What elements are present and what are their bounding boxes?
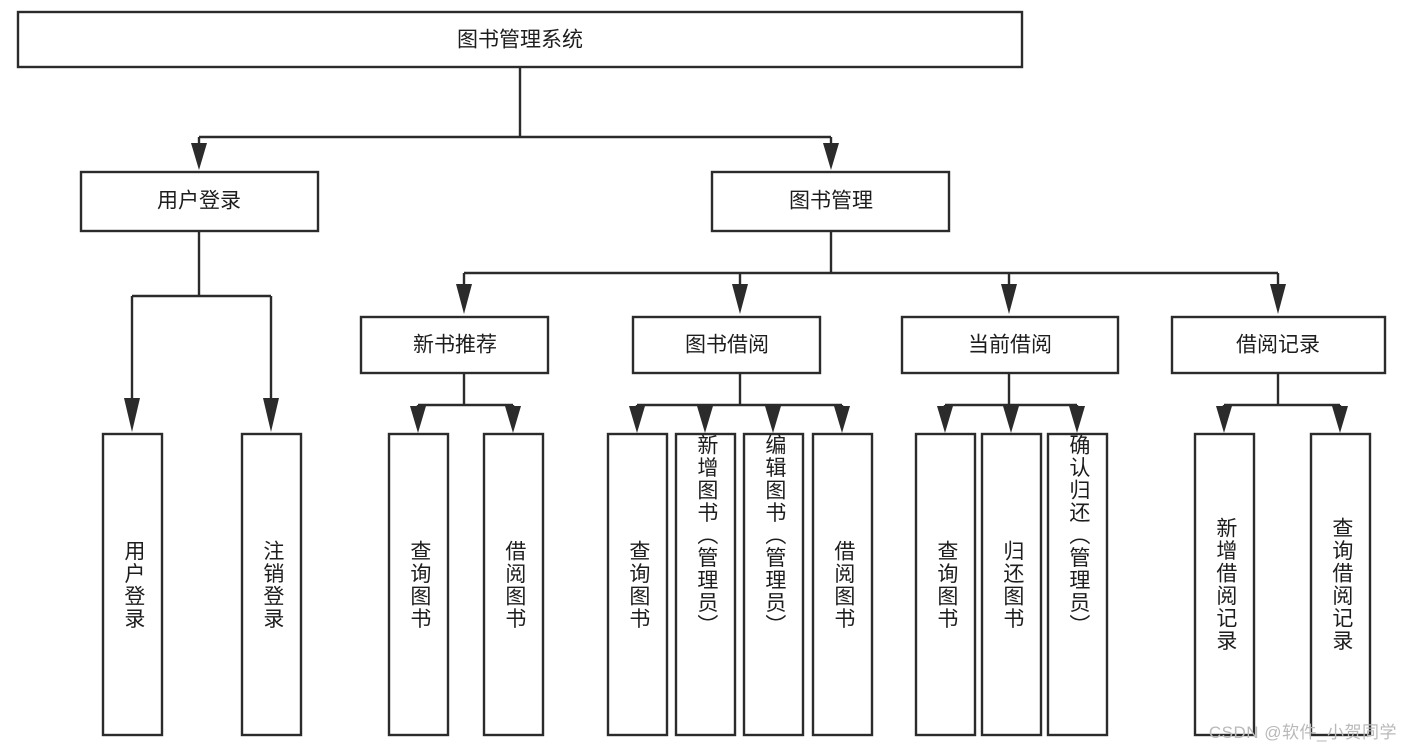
connector-group-current-borrow xyxy=(937,373,1085,433)
arrowhead-leaf-edit-book xyxy=(765,406,781,433)
arrowhead-leaf-borrow-book-1 xyxy=(505,406,521,433)
arrowhead-leaf-query-book-1 xyxy=(410,406,426,433)
arrowhead-borrow-record xyxy=(1270,284,1286,314)
node-new-book-recommend-label: 新书推荐 xyxy=(413,334,497,357)
leaf-node-confirm-return[interactable] xyxy=(1046,432,1109,737)
node-new-book-recommend[interactable]: 新书推荐 xyxy=(359,315,550,375)
leaf-node-query-book-1[interactable] xyxy=(387,432,450,737)
node-user-login-rect[interactable] xyxy=(79,170,320,233)
leaf-node-borrow-book-2[interactable] xyxy=(811,432,874,737)
node-current-borrow-rect[interactable] xyxy=(900,315,1120,375)
node-root[interactable]: 图书管理系统 xyxy=(16,10,1024,69)
leaf-user-login-rect[interactable] xyxy=(101,432,164,737)
leaf-confirm-return-rect[interactable] xyxy=(1046,432,1109,737)
leaf-node-return-book[interactable] xyxy=(980,432,1043,737)
arrowhead-leaf-add-book xyxy=(697,406,713,433)
node-current-borrow-label: 当前借阅 xyxy=(968,334,1052,357)
node-user-login-label: 用户登录 xyxy=(157,190,241,213)
arrowhead-leaf-query-book-3 xyxy=(937,406,953,433)
leaf-node-query-book-3[interactable] xyxy=(914,432,977,737)
connector-group-book-management xyxy=(456,231,1286,314)
arrowhead-leaf-add-borrow-record xyxy=(1216,406,1232,433)
connector-group-book-borrow xyxy=(629,373,850,433)
leaf-query-book-3-rect[interactable] xyxy=(914,432,977,737)
leaf-node-add-borrow-record[interactable] xyxy=(1193,432,1256,737)
connector-group-new-book-recommend xyxy=(410,373,521,433)
leaf-query-book-1-rect[interactable] xyxy=(387,432,450,737)
arrowhead-book-management xyxy=(823,143,839,170)
arrowhead-leaf-user-login xyxy=(124,398,140,432)
node-book-management-rect[interactable] xyxy=(710,170,951,233)
node-root-rect[interactable] xyxy=(16,10,1024,69)
node-borrow-record[interactable]: 借阅记录 xyxy=(1170,315,1387,375)
leaf-borrow-book-1-rect[interactable] xyxy=(482,432,545,737)
leaf-node-query-book-2[interactable] xyxy=(606,432,669,737)
arrowhead-leaf-borrow-book-2 xyxy=(834,406,850,433)
leaf-node-user-login[interactable] xyxy=(101,432,164,737)
node-current-borrow[interactable]: 当前借阅 xyxy=(900,315,1120,375)
leaf-query-book-2-rect[interactable] xyxy=(606,432,669,737)
node-book-borrow[interactable]: 图书借阅 xyxy=(631,315,822,375)
connector-group-user-login xyxy=(124,231,279,432)
arrowhead-new-book-recommend xyxy=(456,284,472,314)
node-borrow-record-rect[interactable] xyxy=(1170,315,1387,375)
node-book-management[interactable]: 图书管理 xyxy=(710,170,951,233)
leaf-node-logout-login[interactable] xyxy=(240,432,303,737)
node-book-borrow-label: 图书借阅 xyxy=(685,334,769,357)
leaf-add-book-rect[interactable] xyxy=(674,432,737,737)
arrowhead-leaf-logout-login xyxy=(263,398,279,432)
node-root-label: 图书管理系统 xyxy=(457,29,583,52)
arrowhead-book-borrow xyxy=(732,284,748,314)
arrowhead-leaf-query-borrow-record xyxy=(1332,406,1348,433)
leaf-edit-book-rect[interactable] xyxy=(742,432,805,737)
leaf-query-borrow-record-rect[interactable] xyxy=(1309,432,1372,737)
leaf-borrow-book-2-rect[interactable] xyxy=(811,432,874,737)
leaf-node-borrow-book-1[interactable] xyxy=(482,432,545,737)
arrowhead-leaf-confirm-return xyxy=(1069,406,1085,433)
leaf-return-book-rect[interactable] xyxy=(980,432,1043,737)
connector-group-root xyxy=(191,67,839,170)
node-borrow-record-label: 借阅记录 xyxy=(1236,334,1320,357)
arrowhead-current-borrow xyxy=(1001,284,1017,314)
leaf-add-borrow-record-rect[interactable] xyxy=(1193,432,1256,737)
node-book-borrow-rect[interactable] xyxy=(631,315,822,375)
leaf-node-query-borrow-record[interactable] xyxy=(1309,432,1372,737)
arrowhead-leaf-return-book xyxy=(1003,406,1019,433)
connector-group-borrow-record xyxy=(1216,373,1348,433)
csdn-watermark: CSDN @软件_小贺同学 xyxy=(1208,723,1397,742)
leaf-node-add-book[interactable] xyxy=(674,432,737,737)
node-book-management-label: 图书管理 xyxy=(789,190,873,213)
leaf-node-edit-book[interactable] xyxy=(742,432,805,737)
arrowhead-leaf-query-book-2 xyxy=(629,406,645,433)
node-user-login[interactable]: 用户登录 xyxy=(79,170,320,233)
leaf-logout-login-rect[interactable] xyxy=(240,432,303,737)
node-new-book-recommend-rect[interactable] xyxy=(359,315,550,375)
arrowhead-user-login xyxy=(191,143,207,170)
